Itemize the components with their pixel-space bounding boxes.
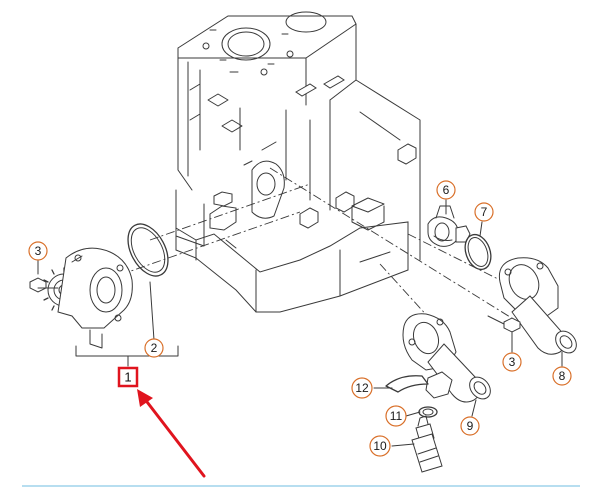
callout-8-label: 8 bbox=[559, 369, 566, 383]
engine-block-drawing bbox=[175, 11, 421, 313]
callout-2-label: 2 bbox=[151, 341, 158, 355]
callout-10: 10 bbox=[369, 435, 391, 457]
leader-lines bbox=[37, 199, 563, 447]
callout-12-label: 12 bbox=[355, 381, 369, 395]
callout-3-right-label: 3 bbox=[509, 355, 516, 369]
callout-9-label: 9 bbox=[467, 419, 474, 433]
part-1-label: 1 bbox=[124, 370, 131, 385]
callout-12: 12 bbox=[351, 377, 373, 399]
callout-9: 9 bbox=[460, 416, 480, 436]
callout-11-label: 11 bbox=[390, 409, 403, 423]
callout-6-label: 6 bbox=[443, 183, 450, 197]
thermostat-drawing bbox=[427, 205, 471, 247]
sensor-seal-drawing bbox=[418, 406, 438, 418]
callout-3-left: 3 bbox=[28, 241, 48, 261]
callout-7: 7 bbox=[474, 202, 494, 222]
callout-7-label: 7 bbox=[481, 205, 488, 219]
coolant-flange-8-drawing bbox=[498, 257, 577, 355]
retaining-clip-drawing bbox=[385, 375, 429, 393]
thermostat-seal-drawing bbox=[464, 233, 492, 271]
water-pump-drawing bbox=[29, 247, 133, 349]
highlighted-part-1: 1 bbox=[117, 366, 139, 388]
callout-6: 6 bbox=[436, 180, 456, 200]
flange-bolt-drawing bbox=[487, 315, 521, 333]
callout-11: 11 bbox=[385, 405, 407, 427]
callout-10-label: 10 bbox=[373, 439, 387, 453]
callout-3-right: 3 bbox=[502, 352, 522, 372]
callout-8: 8 bbox=[552, 366, 572, 386]
callout-2: 2 bbox=[144, 338, 164, 358]
callout-3-left-label: 3 bbox=[35, 244, 42, 258]
o-ring-2-drawing bbox=[127, 223, 169, 277]
coolant-flange-9-drawing bbox=[402, 313, 491, 403]
temperature-sensor-drawing bbox=[411, 415, 443, 473]
red-arrow-icon bbox=[137, 389, 206, 478]
highlight-box bbox=[117, 366, 139, 388]
